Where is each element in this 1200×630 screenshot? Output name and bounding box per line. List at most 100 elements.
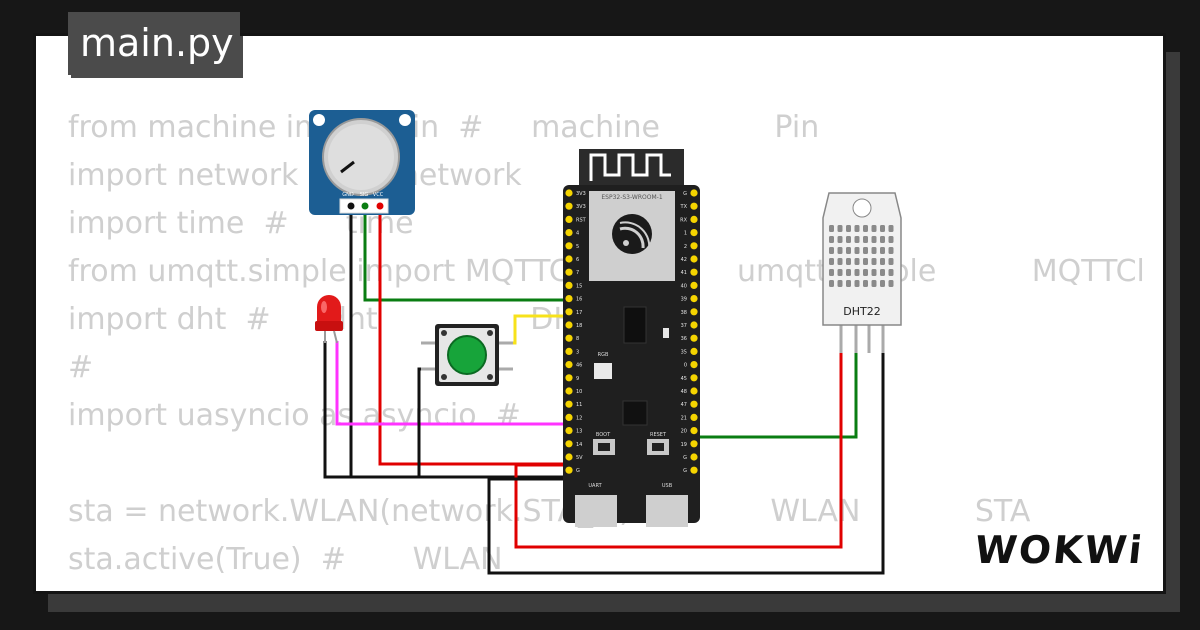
pin-label: G (683, 468, 687, 474)
board-pin[interactable] (565, 413, 573, 421)
espressif-logo-icon (612, 214, 652, 254)
pin-label: 37 (681, 323, 687, 329)
board-pin[interactable] (690, 308, 698, 316)
pin-label: 17 (576, 310, 582, 316)
pin-label: 46 (576, 363, 582, 369)
board-pin[interactable] (690, 440, 698, 448)
pin-label: 45 (681, 376, 687, 382)
board-pin[interactable] (565, 387, 573, 395)
pin-label: 21 (681, 415, 687, 421)
board-pin[interactable] (565, 453, 573, 461)
pin-label: 11 (576, 402, 582, 408)
pin-label: 35 (681, 349, 687, 355)
push-button[interactable] (421, 324, 513, 386)
potentiometer[interactable]: GND SIG VCC (309, 110, 415, 215)
wire-dht-data (696, 351, 858, 439)
board-pin[interactable] (690, 189, 698, 197)
pin-label: 14 (576, 442, 582, 448)
pin-label: 6 (576, 257, 579, 263)
board-pin[interactable] (565, 215, 573, 223)
reset-label: RESET (650, 432, 667, 438)
potentiometer-knob-indicator (340, 160, 355, 174)
pot-pin-label: VCC (373, 192, 384, 198)
board-pin[interactable] (565, 334, 573, 342)
board-pin[interactable] (565, 440, 573, 448)
board-pin[interactable] (565, 295, 573, 303)
board-pin[interactable] (565, 347, 573, 355)
board-pin[interactable] (565, 242, 573, 250)
uart-port (575, 495, 617, 527)
board-pin[interactable] (690, 255, 698, 263)
red-led[interactable] (315, 295, 343, 344)
dht22-sensor[interactable]: DHT22 (822, 192, 902, 353)
pin-label: TX (680, 204, 688, 210)
pin-label: 42 (681, 257, 687, 263)
pin-label: G (683, 455, 687, 461)
pin-label: 3V3 (576, 204, 586, 210)
code-line: "Wokwi-GUEST", "") # Wi-Fi "Wokwi-GUEST" (68, 584, 1163, 591)
board-pin[interactable] (565, 189, 573, 197)
board-pin[interactable] (690, 242, 698, 250)
board-pin[interactable] (565, 427, 573, 435)
pin-label: RX (680, 217, 687, 223)
board-pin[interactable] (690, 321, 698, 329)
button-cap[interactable] (447, 335, 487, 375)
wire-button-signal (506, 314, 568, 345)
board-pin[interactable] (690, 466, 698, 474)
board-pin[interactable] (565, 374, 573, 382)
wire-led-gnd (323, 341, 351, 479)
pin-label: G (683, 191, 687, 197)
board-pin[interactable] (690, 361, 698, 369)
board-pin[interactable] (690, 387, 698, 395)
module-label: ESP32-S3-WROOM-1 (601, 194, 662, 201)
pin-label: 3 (576, 349, 579, 355)
pin-label: 3V3 (576, 191, 586, 197)
pot-pin-label: GND (342, 192, 354, 198)
board-pin[interactable] (565, 202, 573, 210)
board-pin[interactable] (690, 295, 698, 303)
pin-label: 18 (576, 323, 582, 329)
board-pin[interactable] (690, 229, 698, 237)
wire-dht-vcc (514, 351, 843, 549)
wokwi-logo: WOKWi (972, 528, 1146, 572)
pin-label: 13 (576, 429, 582, 435)
board-pin[interactable] (565, 321, 573, 329)
board-pin[interactable] (565, 268, 573, 276)
board-pin[interactable] (690, 400, 698, 408)
pin-label: 19 (681, 442, 687, 448)
board-pin[interactable] (690, 334, 698, 342)
board-pin[interactable] (565, 361, 573, 369)
board-pin[interactable] (565, 229, 573, 237)
file-tab[interactable]: main.py (68, 12, 240, 75)
board-pin[interactable] (690, 281, 698, 289)
board-pin[interactable] (690, 374, 698, 382)
pin-label: 15 (576, 283, 582, 289)
board-pin[interactable] (565, 308, 573, 316)
pin-label: 8 (576, 336, 579, 342)
board-pin[interactable] (690, 202, 698, 210)
pin-label: 5 (576, 244, 579, 250)
board-pin[interactable] (565, 255, 573, 263)
boot-label: BOOT (596, 432, 611, 438)
board-pin[interactable] (690, 453, 698, 461)
pin-label: 10 (576, 389, 582, 395)
board-pin[interactable] (690, 427, 698, 435)
board-pin[interactable] (690, 347, 698, 355)
pin-label: 9 (576, 376, 579, 382)
board-pin[interactable] (690, 215, 698, 223)
usb-port (646, 495, 688, 527)
uart-label: UART (588, 483, 602, 489)
board-pin[interactable] (565, 400, 573, 408)
board-pin[interactable] (690, 268, 698, 276)
board-pin[interactable] (565, 281, 573, 289)
pin-label: 4 (576, 231, 579, 237)
pin-label: 16 (576, 297, 582, 303)
board-pin[interactable] (690, 413, 698, 421)
pin-label: 7 (576, 270, 579, 276)
code-line: sta.active(True) # WLAN (68, 542, 503, 577)
pin-label: 5V (576, 455, 583, 461)
board-pin[interactable] (565, 466, 573, 474)
usb-label: USB (662, 483, 673, 489)
